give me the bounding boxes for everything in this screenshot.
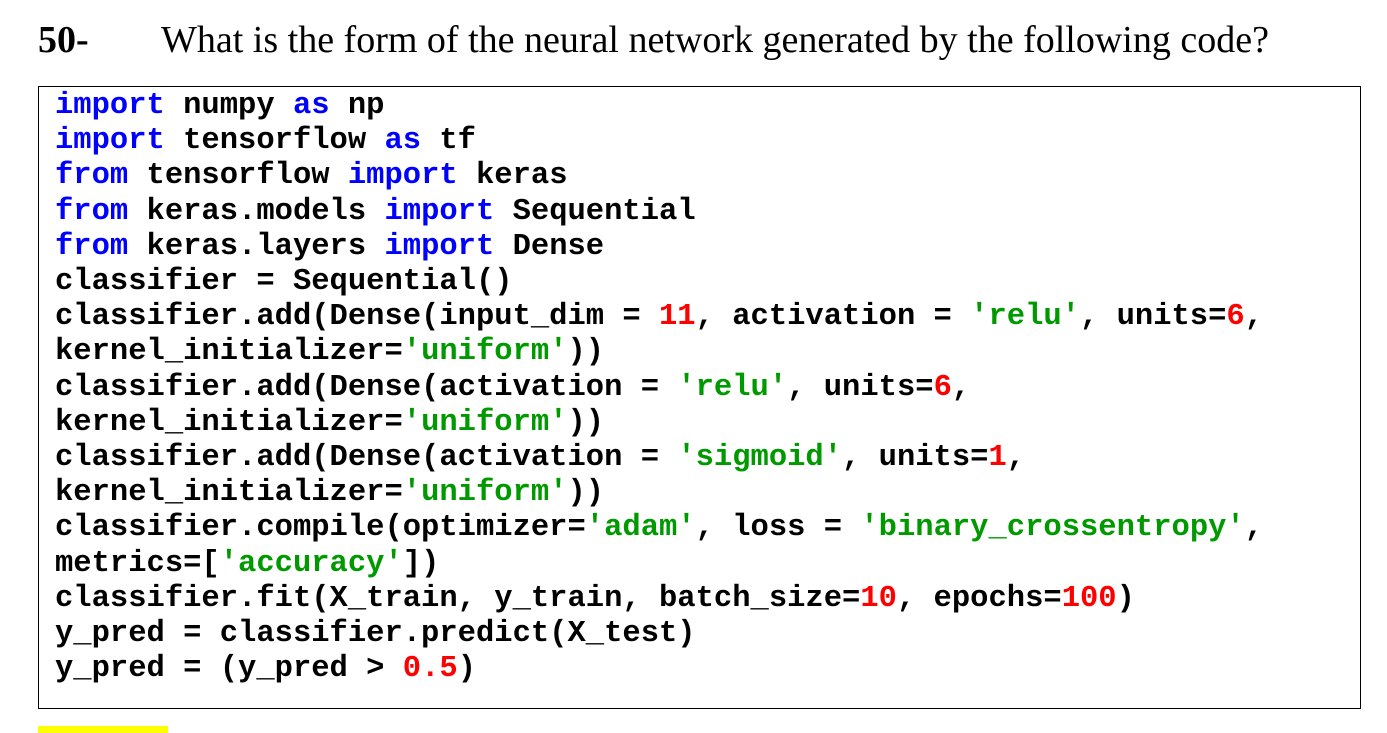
code-token: 'relu' [677, 370, 788, 405]
code-token: 'sigmoid' [677, 441, 843, 476]
code-line: kernel_initializer='uniform')) [55, 406, 604, 440]
code-token: kernel_initializer= [55, 335, 403, 370]
code-token: ) [1116, 581, 1135, 616]
code-token: , units= [787, 370, 934, 405]
code-token: classifier.add(Dense(activation = [55, 370, 678, 405]
code-token: kernel_initializer= [55, 405, 403, 440]
code-line: from tensorflow import keras [55, 159, 568, 193]
code-token: as [292, 89, 330, 123]
code-token: classifier = Sequential() [55, 265, 513, 300]
code-token: classifier.fit(X_train, y_train, batch_s… [55, 581, 861, 616]
question-text: What is the form of the neural network g… [161, 19, 1269, 61]
code-line: classifier.compile(optimizer='adam', los… [55, 511, 1263, 545]
code-line: classifier.add(Dense(input_dim = 11, act… [55, 300, 1263, 334]
code-token: 'relu' [970, 300, 1080, 335]
code-token: 6 [1226, 300, 1245, 335]
code-token: keras.layers [128, 229, 385, 264]
code-token: import [347, 159, 458, 194]
code-token: from [55, 159, 129, 194]
code-token: 'accuracy' [219, 546, 403, 581]
code-token: , [1006, 441, 1026, 476]
code-token: classifier.add(Dense(input_dim = [55, 300, 659, 335]
code-token: np [329, 89, 385, 123]
code-token: 6 [933, 370, 952, 405]
code-token: 10 [860, 581, 897, 616]
code-line: y_pred = (y_pred > 0.5) [55, 652, 476, 686]
code-token: , units= [842, 441, 989, 476]
code-line: from keras.layers import Dense [55, 230, 604, 264]
code-line: kernel_initializer='uniform')) [55, 335, 604, 369]
code-token: , [1244, 300, 1264, 335]
code-token: 'uniform' [402, 335, 568, 370]
question-number: 50- [38, 19, 89, 61]
code-line: import tensorflow as tf [55, 124, 476, 158]
code-token: import [55, 89, 165, 123]
code-token: 'uniform' [402, 476, 568, 511]
code-token: as [384, 124, 422, 159]
code-token: kernel_initializer= [55, 476, 403, 511]
code-token: ) [457, 652, 476, 687]
code-token: , units= [1079, 300, 1227, 335]
code-token: metrics=[ [55, 546, 220, 581]
code-token: tf [421, 124, 476, 159]
code-token: 0.5 [402, 652, 458, 687]
code-token: ]) [402, 546, 440, 581]
code-token: , [1244, 511, 1264, 546]
code-token: 100 [1061, 581, 1117, 616]
code-token: import [384, 229, 495, 264]
code-token: tensorflow [128, 159, 348, 194]
code-token: Dense [494, 229, 605, 264]
code-token: import [55, 124, 165, 159]
yellow-highlight-mark [38, 726, 168, 733]
code-token: , [951, 370, 971, 405]
code-line: classifier.add(Dense(activation = 'sigmo… [55, 441, 1025, 475]
code-token: , epochs= [896, 581, 1062, 616]
code-token: )) [567, 476, 605, 511]
code-line: y_pred = classifier.predict(X_test) [55, 617, 696, 651]
code-token: classifier.add(Dense(activation = [55, 441, 678, 476]
code-token: 1 [988, 441, 1007, 476]
code-token: )) [567, 335, 605, 370]
code-token: )) [567, 405, 605, 440]
code-line: classifier.add(Dense(activation = 'relu'… [55, 371, 970, 405]
code-token: classifier.compile(optimizer= [55, 511, 586, 546]
code-token: 'uniform' [402, 405, 568, 440]
code-token: import [384, 194, 495, 229]
code-box: import numpy as np import tensorflow as … [38, 86, 1361, 709]
code-token: from [55, 229, 129, 264]
question-heading: 50- What is the form of the neural networ… [38, 18, 1269, 62]
code-token: 'binary_crossentropy' [860, 511, 1245, 546]
code-line: kernel_initializer='uniform')) [55, 476, 604, 510]
code-block: import numpy as np import tensorflow as … [55, 89, 1263, 687]
code-line: import numpy as np [55, 89, 384, 123]
code-token: , loss = [695, 511, 861, 546]
code-token: y_pred = classifier.predict(X_test) [55, 617, 696, 652]
code-token: 11 [659, 300, 696, 335]
code-token: from [55, 194, 129, 229]
code-line: from keras.models import Sequential [55, 195, 696, 229]
code-line: metrics=['accuracy']) [55, 547, 439, 581]
code-token: keras.models [128, 194, 385, 229]
code-token: keras [457, 159, 568, 194]
code-line: classifier.fit(X_train, y_train, batch_s… [55, 582, 1135, 616]
code-token: numpy [164, 89, 293, 123]
code-line: classifier = Sequential() [55, 265, 513, 299]
code-token: 'adam' [585, 511, 696, 546]
code-token: , activation = [695, 300, 971, 335]
code-token: tensorflow [164, 124, 385, 159]
code-token: y_pred = (y_pred > [55, 652, 403, 687]
code-token: Sequential [494, 194, 696, 229]
